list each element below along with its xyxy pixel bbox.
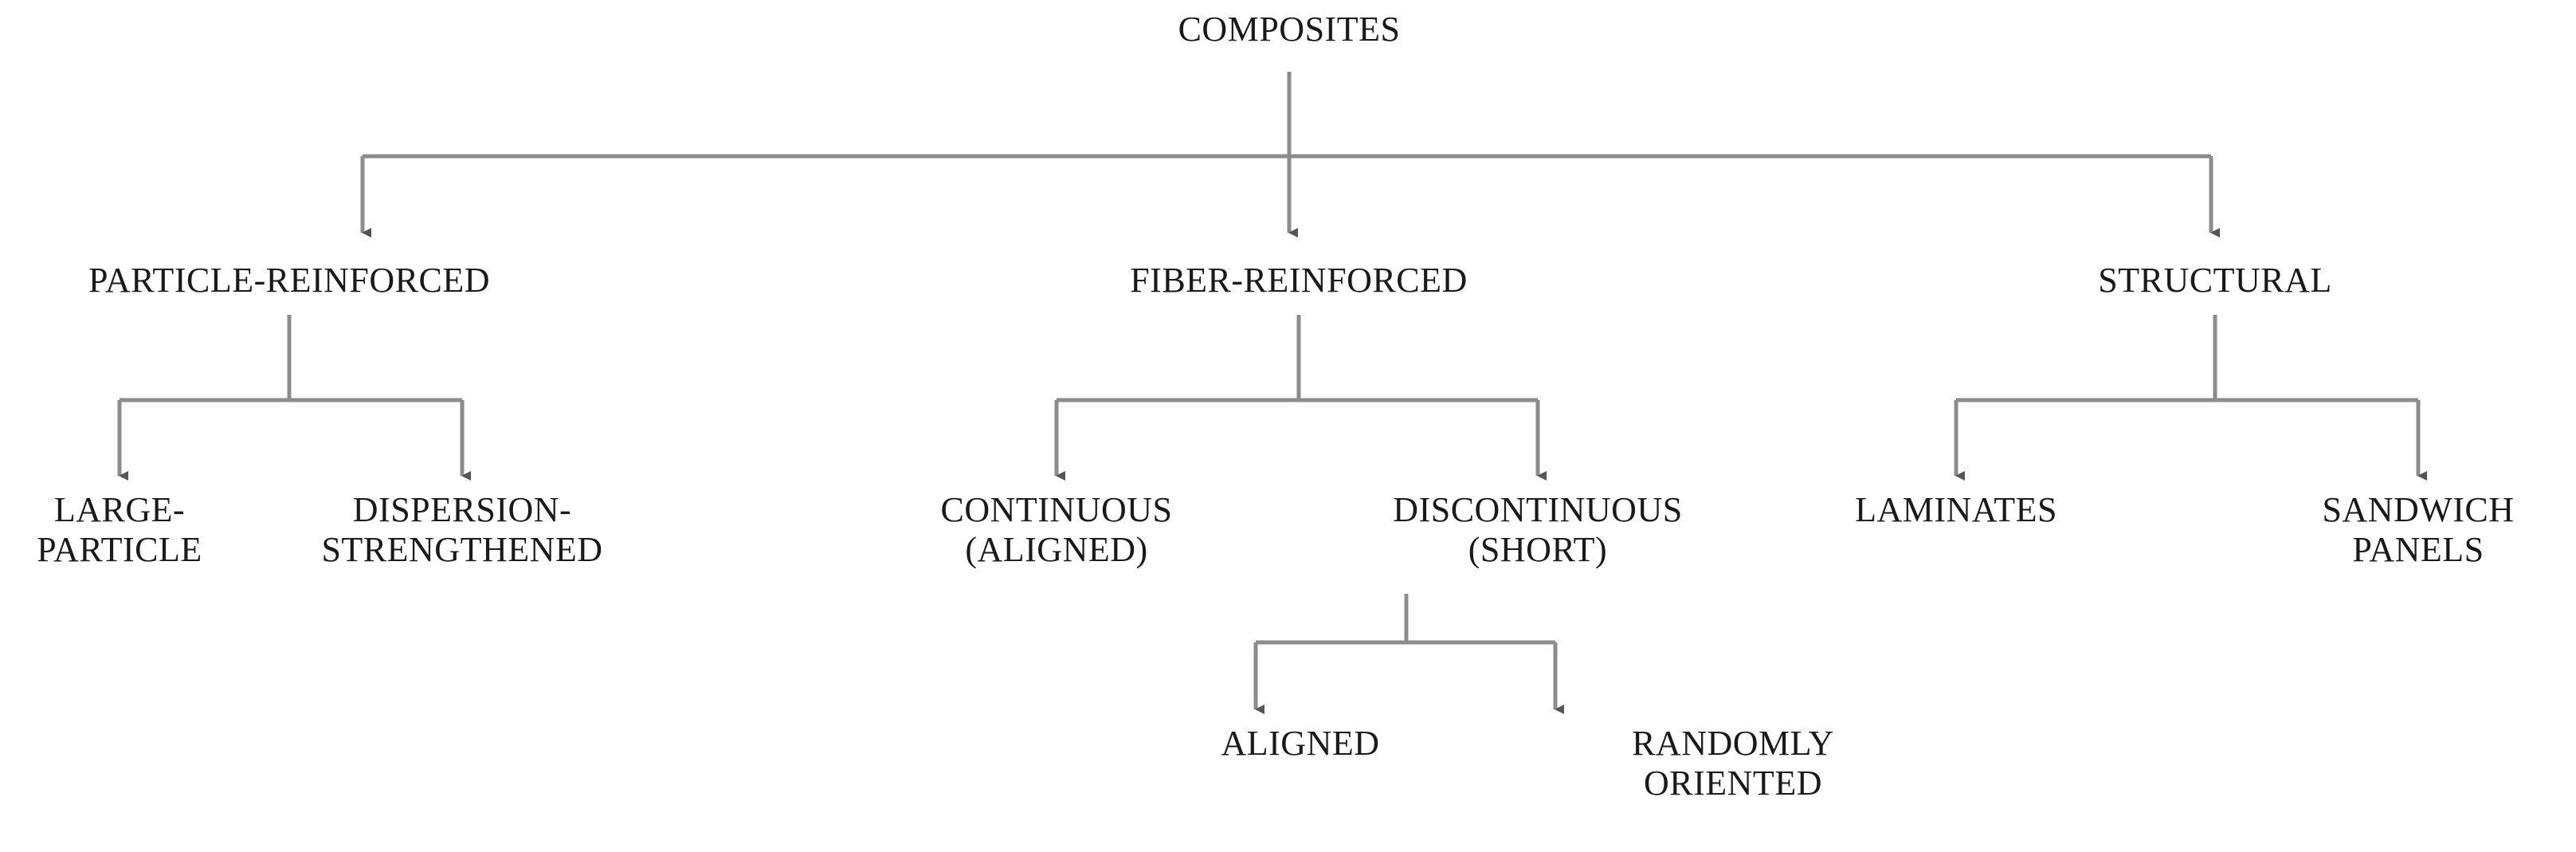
node-dispersion-strengthened: DISPERSION- STRENGTHENED [321, 490, 603, 569]
node-composites: COMPOSITES [1178, 10, 1401, 49]
node-discontinuous-short: DISCONTINUOUS (SHORT) [1393, 490, 1683, 569]
node-aligned: ALIGNED [1221, 724, 1380, 763]
node-fiber-reinforced: FIBER-REINFORCED [1130, 261, 1468, 300]
node-large-particle: LARGE- PARTICLE [37, 490, 202, 569]
node-continuous-aligned: CONTINUOUS (ALIGNED) [940, 490, 1173, 569]
node-randomly-oriented: RANDOMLY ORIENTED [1632, 724, 1834, 803]
node-structural: STRUCTURAL [2098, 261, 2332, 300]
node-laminates: LAMINATES [1855, 490, 2057, 529]
node-sandwich-panels: SANDWICH PANELS [2322, 490, 2515, 569]
node-particle-reinforced: PARTICLE-REINFORCED [88, 261, 490, 300]
